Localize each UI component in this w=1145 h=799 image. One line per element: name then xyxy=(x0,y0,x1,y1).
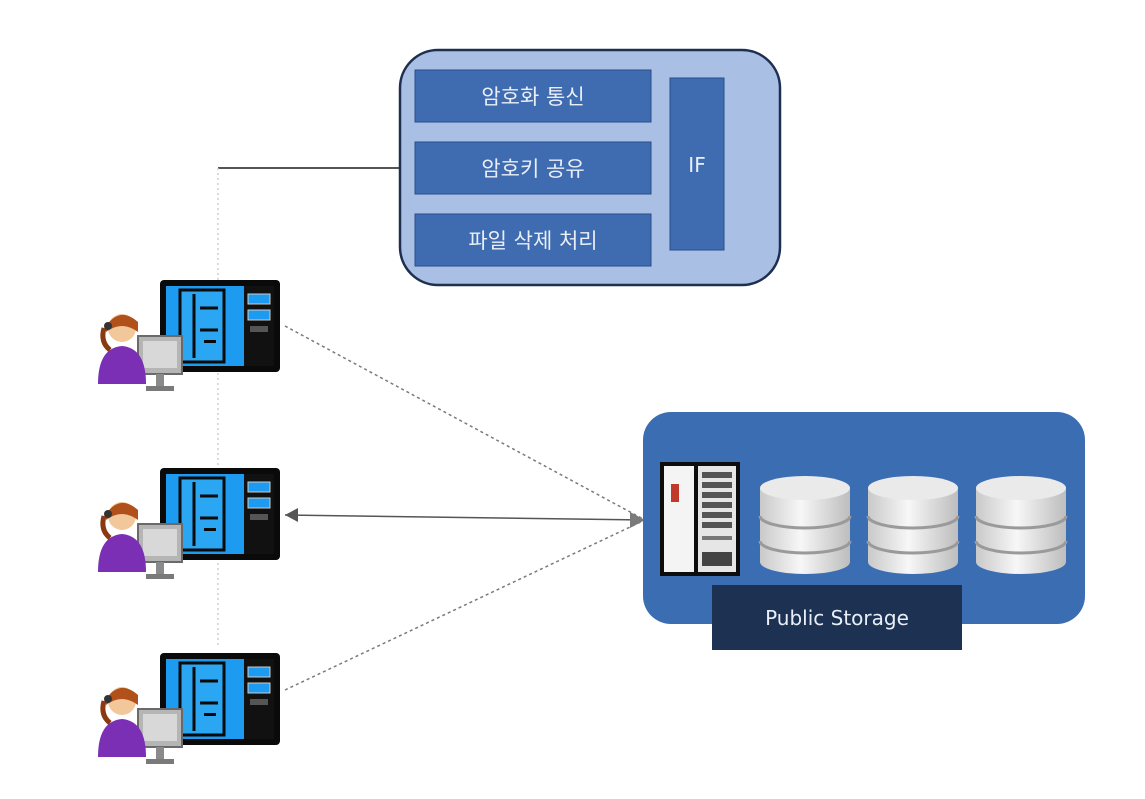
function-label: 암호화 통신 xyxy=(481,85,584,109)
server-icon xyxy=(660,462,740,576)
user-workstation-icon xyxy=(98,468,280,579)
client2-storage-link xyxy=(284,514,646,521)
user-workstation-icon xyxy=(98,653,280,764)
client-module-panel: 암호화 통신 암호키 공유 파일 삭제 처리 IF xyxy=(398,48,782,287)
client1-storage-link xyxy=(284,325,646,521)
public-storage-panel: Public Storage xyxy=(643,412,1085,650)
interface-label: IF xyxy=(688,153,705,177)
storage-arrowhead xyxy=(630,512,645,528)
disk-icon xyxy=(866,474,960,576)
client2-arrowhead xyxy=(285,508,298,522)
storage-label-box: Public Storage xyxy=(712,585,962,650)
function-box-encrypted-comm: 암호화 통신 xyxy=(414,69,652,123)
disk-icon xyxy=(758,474,852,576)
interface-box: IF xyxy=(669,77,725,251)
user-workstation-icon xyxy=(98,280,280,391)
function-box-key-sharing: 암호키 공유 xyxy=(414,141,652,195)
function-box-file-deletion: 파일 삭제 처리 xyxy=(414,213,652,267)
storage-label: Public Storage xyxy=(765,606,909,630)
function-label: 암호키 공유 xyxy=(481,157,584,181)
disk-icon xyxy=(974,474,1068,576)
client3-storage-link xyxy=(284,519,646,691)
function-label: 파일 삭제 처리 xyxy=(468,229,597,253)
